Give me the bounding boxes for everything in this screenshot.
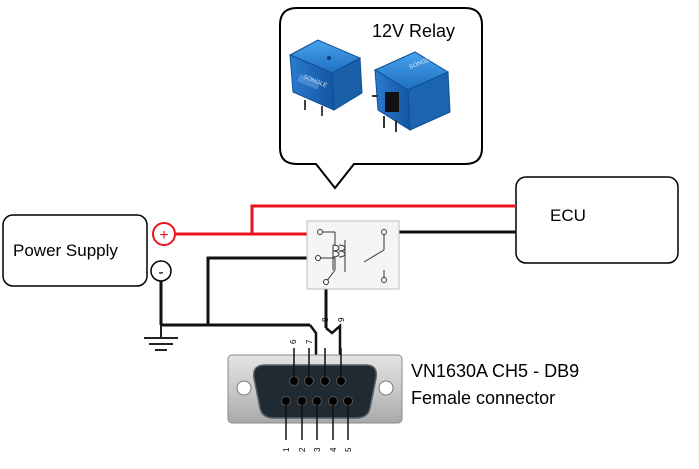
positive-terminal-label: +: [159, 227, 168, 244]
callout-title: 12V Relay: [372, 21, 455, 41]
pin-label-1: 1: [282, 447, 291, 452]
ecu-label: ECU: [550, 206, 586, 225]
connector-subtitle: Female connector: [411, 388, 555, 408]
pin-label-3: 3: [313, 447, 322, 452]
relay-image-back: SONGLE: [372, 51, 451, 132]
power-supply-label: Power Supply: [13, 241, 118, 260]
pin-label-9: 9: [337, 317, 346, 322]
black-wires: [159, 230, 516, 328]
pin-label-7: 7: [305, 339, 314, 344]
db9-connector: [227, 354, 403, 424]
relay-image-front: SONGLE: [288, 39, 363, 116]
positive-terminal: [152, 222, 176, 246]
pin-label-4: 4: [329, 447, 338, 452]
db9-pin-leads: [285, 348, 349, 440]
pin-label-2: 2: [298, 447, 307, 452]
pin-label-6: 6: [289, 339, 298, 344]
pin-label-5: 5: [344, 447, 353, 452]
negative-terminal-label: -: [158, 264, 163, 281]
relay-schematic: [306, 220, 400, 290]
ecu-box: [515, 176, 679, 264]
ground-symbol: [144, 325, 178, 351]
power-supply-box: [2, 214, 148, 287]
db9-wires: [309, 323, 342, 360]
connector-title: VN1630A CH5 - DB9: [411, 361, 579, 381]
pin-label-8: 8: [321, 317, 330, 322]
